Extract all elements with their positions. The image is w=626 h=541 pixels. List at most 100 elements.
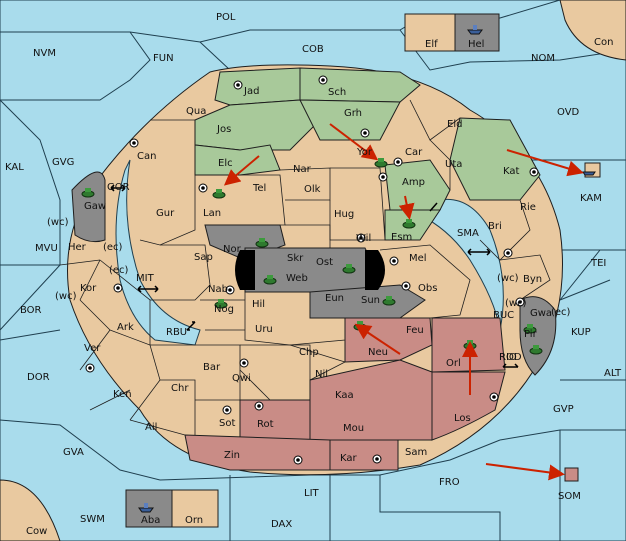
sea-label[interactable]: COB (302, 44, 324, 55)
land-label[interactable]: Eun (325, 293, 344, 304)
land-label[interactable]: Kar (340, 453, 358, 464)
land-label[interactable]: Sot (219, 418, 235, 429)
land-label[interactable]: Chp (299, 347, 319, 358)
land-label[interactable]: Mel (409, 253, 427, 264)
sea-label[interactable]: MIT (136, 273, 155, 284)
land-label[interactable]: Jad (243, 86, 259, 97)
sea-label[interactable]: DOR (27, 372, 50, 383)
land-label[interactable]: Rot (257, 419, 274, 430)
sea-label[interactable]: BOR (20, 305, 42, 316)
land-label[interactable]: Hug (334, 209, 354, 220)
sea-label[interactable]: DAX (271, 519, 292, 530)
land-label[interactable]: Elc (218, 158, 233, 169)
land-label[interactable]: Tel (252, 183, 266, 194)
land-label[interactable]: Kor (80, 283, 97, 294)
rod-label[interactable]: ROD (499, 352, 522, 363)
sea-label[interactable]: TEI (590, 258, 606, 269)
land-label[interactable]: Her (68, 242, 87, 253)
sea-label[interactable]: FUN (153, 53, 174, 64)
land-label[interactable]: Hil (252, 299, 265, 310)
land-label[interactable]: Jos (216, 124, 231, 135)
land-label[interactable]: Ark (117, 322, 134, 333)
land-label[interactable]: Qua (186, 106, 206, 117)
land-label[interactable]: Amp (402, 177, 425, 188)
land-label[interactable]: Rie (520, 202, 536, 213)
land-label[interactable]: Qwi (232, 373, 251, 384)
sea-label[interactable]: NVM (33, 48, 56, 59)
land-label[interactable]: Kaa (335, 390, 354, 401)
land-label[interactable]: Olk (304, 184, 321, 195)
land-label[interactable]: Skr (287, 253, 304, 264)
army-unit-icon[interactable] (374, 158, 388, 168)
land-label[interactable]: (wc) (55, 291, 77, 302)
land-label[interactable]: Ost (316, 257, 333, 268)
sea-label[interactable]: GVG (52, 157, 74, 168)
sea-label[interactable]: RBU (166, 327, 187, 338)
land-label[interactable]: Wil (356, 233, 371, 244)
land-label[interactable]: Zin (224, 450, 240, 461)
sea-label[interactable]: ALT (604, 368, 622, 379)
land-label[interactable]: Sap (194, 252, 213, 263)
army-unit-icon[interactable] (342, 264, 356, 274)
sea-label[interactable]: Con (594, 37, 613, 48)
land-label[interactable]: (wc) (505, 298, 527, 309)
army-unit-icon[interactable] (523, 324, 537, 334)
land-label[interactable]: (ec) (109, 265, 129, 276)
sea-label[interactable]: POL (216, 12, 236, 23)
land-label[interactable]: Car (405, 147, 423, 158)
land-label[interactable]: Gur (156, 208, 175, 219)
sea-label[interactable]: GOR (107, 182, 130, 193)
army-unit-icon[interactable] (255, 238, 269, 248)
land-label[interactable]: Kat (503, 166, 520, 177)
sea-label[interactable]: KAM (580, 193, 602, 204)
land-label[interactable]: Lan (203, 208, 221, 219)
land-label[interactable]: Uru (255, 324, 273, 335)
sea-label[interactable]: SWM (80, 514, 105, 525)
army-unit-icon[interactable] (402, 219, 416, 229)
land-label[interactable]: Yor (356, 147, 373, 158)
land-label[interactable]: Bri (488, 221, 502, 232)
land-label[interactable]: Ver (84, 343, 101, 354)
land-label[interactable]: Elf (425, 39, 438, 50)
land-label[interactable]: Mou (343, 423, 364, 434)
sea-label[interactable]: LIT (304, 488, 320, 499)
land-label[interactable]: Web (286, 273, 308, 284)
sea-label[interactable]: SOM (558, 491, 581, 502)
army-unit-icon[interactable] (212, 189, 226, 199)
land-label[interactable]: Obs (418, 283, 437, 294)
sea-label[interactable]: GVA (63, 447, 84, 458)
land-label[interactable]: Gaw (84, 201, 106, 212)
land-label[interactable]: Gwa (530, 308, 552, 319)
land-label[interactable]: Pir (524, 329, 538, 340)
land-label[interactable]: Nor (223, 244, 242, 255)
land-label[interactable]: Orl (446, 358, 461, 369)
sea-label[interactable]: (ec) (551, 307, 571, 318)
sea-label[interactable]: RIO (499, 352, 517, 363)
land-label[interactable]: Ail (145, 422, 157, 433)
land-label[interactable]: Neu (368, 347, 388, 358)
army-unit-icon[interactable] (214, 299, 228, 309)
land-label[interactable]: Sch (328, 87, 346, 98)
land-label[interactable]: Ken (113, 389, 132, 400)
sea-label[interactable]: OVD (557, 107, 580, 118)
army-unit-icon[interactable] (529, 345, 543, 355)
land-label[interactable]: Nog (214, 304, 234, 315)
sea-label[interactable]: GVP (553, 404, 574, 415)
army-unit-icon[interactable] (263, 275, 277, 285)
sea-label[interactable]: SMA (457, 228, 479, 239)
land-label[interactable]: Grh (344, 108, 362, 119)
fleet-unit-icon[interactable] (582, 171, 596, 176)
sea-label[interactable]: (wc) (497, 273, 519, 284)
land-label[interactable]: Sun (361, 295, 380, 306)
sea-label[interactable]: NOM (531, 53, 555, 64)
land-label[interactable]: Nab (208, 284, 228, 295)
land-label[interactable]: Uta (445, 159, 462, 170)
land-label[interactable]: Chr (171, 383, 189, 394)
fleet-unit-icon[interactable] (467, 25, 483, 35)
land-label[interactable]: Byn (523, 274, 542, 285)
land-label[interactable]: Orn (185, 515, 203, 526)
land-label[interactable]: Bar (203, 362, 221, 373)
sea-label[interactable]: BUC (493, 310, 514, 321)
sea-label[interactable]: Cow (26, 526, 47, 537)
fleet-unit-icon[interactable] (138, 503, 154, 513)
